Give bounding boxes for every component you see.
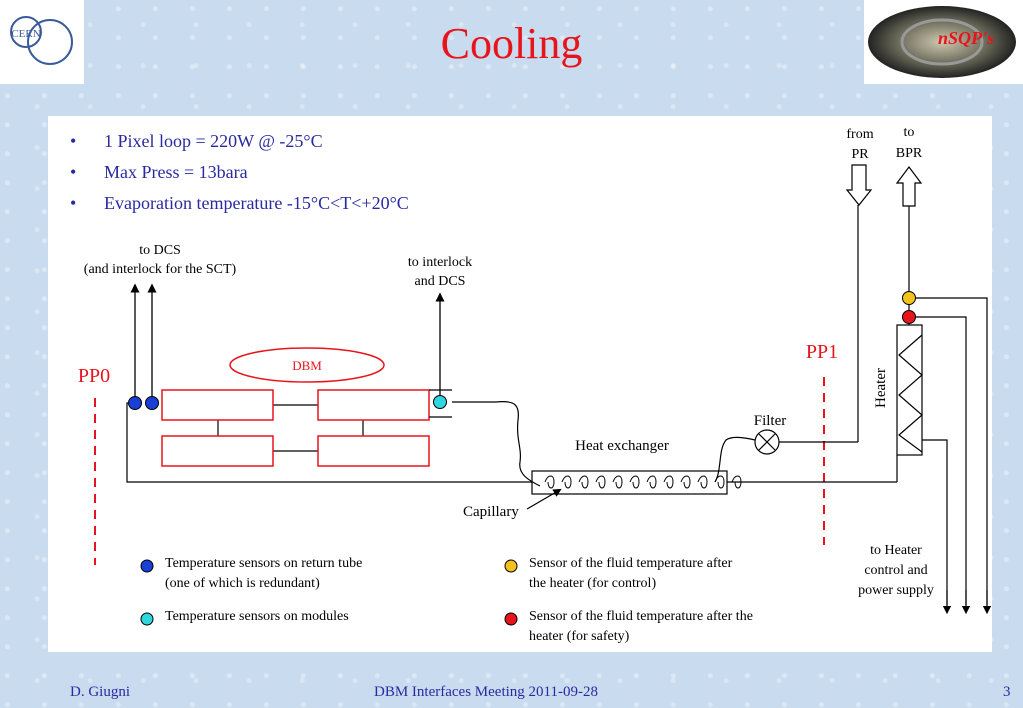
- legend-control-line1: Sensor of the fluid temperature after: [529, 556, 733, 571]
- cern-logo-icon: CERN: [10, 16, 73, 65]
- bullet-text: Max Press = 13bara: [104, 162, 248, 182]
- to-bpr-label-2: BPR: [896, 146, 923, 161]
- return-tube-sensor: [128, 396, 142, 410]
- safety-line: [909, 316, 967, 605]
- heat-exchanger-coil: [544, 475, 742, 489]
- pp1-label: PP1: [806, 341, 838, 363]
- slide-title: Cooling: [440, 19, 583, 68]
- dbm-label: DBM: [292, 358, 322, 373]
- safety-sensor: [902, 310, 916, 324]
- footer-page-number: 3: [1003, 684, 1011, 700]
- legend-control-line2: the heater (for control): [529, 576, 656, 591]
- heat-exchanger-label: Heat exchanger: [575, 438, 669, 454]
- bullet-item: • 1 Pixel loop = 220W @ -25°C: [70, 128, 409, 159]
- bullet-text: Evaporation temperature -15°C<T<+20°C: [104, 193, 409, 213]
- heat-exchanger-box: [531, 470, 728, 495]
- from-pr-label-2: PR: [851, 147, 869, 162]
- from-pr-arrow-icon: [845, 164, 873, 206]
- capillary-pointer: [526, 488, 562, 510]
- bullet-dot: •: [70, 162, 77, 182]
- to-heater-label-3: power supply: [858, 583, 934, 598]
- to-dcs-label-1: to DCS: [139, 243, 181, 258]
- filter-label: Filter: [754, 413, 787, 429]
- legend-module-dot: [140, 612, 154, 626]
- detector-logo-icon: nSQP's: [868, 6, 1016, 78]
- module-box: [161, 389, 274, 421]
- content-panel: [48, 116, 992, 652]
- to-interlock-label-2: and DCS: [415, 274, 466, 289]
- legend-safety-dot: [504, 612, 518, 626]
- cern-logo-box: CERN: [0, 0, 84, 84]
- module-box: [317, 435, 430, 467]
- heater-coil-icon: [898, 334, 923, 453]
- control-line: [909, 297, 988, 605]
- footer-author: D. Giugni: [70, 684, 130, 700]
- bullet-list: • 1 Pixel loop = 220W @ -25°C • Max Press …: [70, 128, 409, 221]
- legend-control-dot: [504, 559, 518, 573]
- capillary-tube: [495, 400, 541, 487]
- heater-label: Heater: [873, 368, 889, 408]
- bullet-item: • Evaporation temperature -15°C<T<+20°C: [70, 190, 409, 221]
- footer-meeting: DBM Interfaces Meeting 2011-09-28: [374, 684, 598, 700]
- cern-logo-text: CERN: [11, 28, 40, 40]
- capillary-label: Capillary: [463, 504, 519, 520]
- heater-box: [896, 324, 923, 456]
- bullet-text: 1 Pixel loop = 220W @ -25°C: [104, 131, 323, 151]
- to-bpr-arrow-icon: [895, 166, 923, 207]
- pp0-label: PP0: [78, 365, 110, 387]
- legend-return-tube-line1: Temperature sensors on return tube: [165, 556, 362, 571]
- detector-logo-text: nSQP's: [938, 28, 994, 48]
- to-dcs-label-2: (and interlock for the SCT): [84, 262, 237, 277]
- detector-logo-box: nSQP's: [864, 0, 1023, 84]
- legend-modules: Temperature sensors on modules: [165, 609, 349, 624]
- module-box: [317, 389, 430, 421]
- module-box: [161, 435, 274, 467]
- legend-return-tube-line2: (one of which is redundant): [165, 576, 320, 591]
- to-bpr-label-1: to: [904, 125, 915, 140]
- to-heater-label-2: control and: [864, 563, 927, 578]
- bullet-dot: •: [70, 131, 77, 151]
- legend-return-tube-dot: [140, 559, 154, 573]
- module-sensor: [433, 395, 447, 409]
- to-interlock-label-1: to interlock: [408, 255, 472, 270]
- return-tube-sensor: [145, 396, 159, 410]
- to-heater-label-1: to Heater: [870, 543, 922, 558]
- from-pr-label-1: from: [846, 127, 873, 142]
- legend-safety-line2: heater (for safety): [529, 629, 630, 644]
- control-sensor: [902, 291, 916, 305]
- dbm-ellipse: [229, 347, 385, 383]
- bullet-dot: •: [70, 193, 77, 213]
- power-line: [922, 439, 948, 605]
- legend-safety-line1: Sensor of the fluid temperature after th…: [529, 609, 753, 624]
- bullet-item: • Max Press = 13bara: [70, 159, 409, 190]
